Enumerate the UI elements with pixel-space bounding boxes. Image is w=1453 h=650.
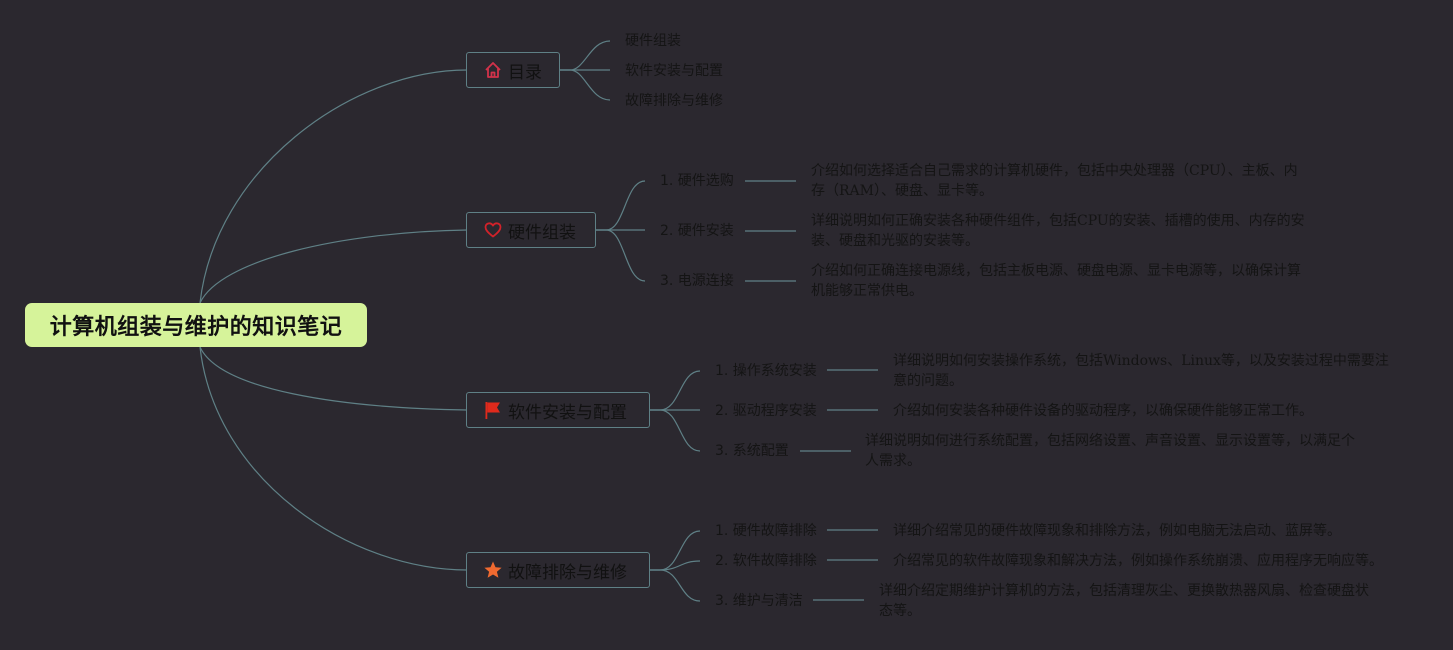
subtopic[interactable]: 1. 硬件故障排除 bbox=[715, 523, 817, 539]
connector-root-b0 bbox=[199, 69, 468, 304]
root-topic[interactable]: 计算机组装与维护的知识笔记 bbox=[25, 303, 367, 347]
heart-icon bbox=[483, 220, 503, 240]
branch-software-setup[interactable]: 软件安装与配置 bbox=[466, 392, 650, 428]
subtopic[interactable]: 3. 电源连接 bbox=[660, 273, 734, 289]
subtopic[interactable]: 2. 驱动程序安装 bbox=[715, 403, 817, 419]
connector-root-b3 bbox=[199, 346, 468, 571]
branch-hardware-assembly[interactable]: 硬件组装 bbox=[466, 212, 596, 248]
subtopic-description[interactable]: 介绍如何安装各种硬件设备的驱动程序，以确保硬件能够正常工作。 bbox=[893, 403, 1313, 419]
subtopic-description[interactable]: 介绍如何选择适合自己需求的计算机硬件，包括中央处理器（CPU）、主板、内存（RA… bbox=[811, 163, 1298, 199]
star-icon bbox=[483, 560, 503, 580]
subtopic[interactable]: 3. 系统配置 bbox=[715, 443, 789, 459]
subtopic[interactable]: 故障排除与维修 bbox=[625, 93, 723, 109]
subtopic[interactable]: 软件安装与配置 bbox=[625, 63, 723, 79]
subtopic-description[interactable]: 介绍如何正确连接电源线，包括主板电源、硬盘电源、显卡电源等，以确保计算机能够正常… bbox=[811, 263, 1301, 299]
subtopic[interactable]: 1. 操作系统安装 bbox=[715, 363, 817, 379]
branch-label: 目录 bbox=[508, 62, 542, 83]
flag-icon bbox=[483, 400, 503, 420]
subtopic[interactable]: 3. 维护与清洁 bbox=[715, 593, 803, 609]
subtopic-description[interactable]: 详细说明如何进行系统配置，包括网络设置、声音设置、显示设置等，以满足个人需求。 bbox=[865, 433, 1355, 469]
subtopic[interactable]: 硬件组装 bbox=[625, 33, 681, 49]
subtopic-description[interactable]: 介绍常见的软件故障现象和解决方法，例如操作系统崩溃、应用程序无响应等。 bbox=[893, 553, 1383, 569]
branch-label: 软件安装与配置 bbox=[508, 402, 627, 423]
subtopic-description[interactable]: 详细说明如何安装操作系统，包括Windows、Linux等，以及安装过程中需要注… bbox=[893, 353, 1389, 389]
subtopic-description[interactable]: 详细说明如何正确安装各种硬件组件，包括CPU的安装、插槽的使用、内存的安装、硬盘… bbox=[811, 213, 1305, 249]
subtopic[interactable]: 2. 软件故障排除 bbox=[715, 553, 817, 569]
branch-toc[interactable]: 目录 bbox=[466, 52, 560, 88]
branch-label: 故障排除与维修 bbox=[508, 562, 627, 583]
home-icon bbox=[483, 60, 503, 80]
subtopic-description[interactable]: 详细介绍定期维护计算机的方法，包括清理灰尘、更换散热器风扇、检查硬盘状态等。 bbox=[879, 583, 1369, 619]
subtopic[interactable]: 1. 硬件选购 bbox=[660, 173, 734, 189]
subtopic-description[interactable]: 详细介绍常见的硬件故障现象和排除方法，例如电脑无法启动、蓝屏等。 bbox=[893, 523, 1341, 539]
connector-root-b2 bbox=[199, 346, 468, 411]
connector-root-b1 bbox=[199, 229, 468, 304]
subtopic[interactable]: 2. 硬件安装 bbox=[660, 223, 734, 239]
branch-troubleshooting[interactable]: 故障排除与维修 bbox=[466, 552, 650, 588]
branch-label: 硬件组装 bbox=[508, 222, 576, 243]
